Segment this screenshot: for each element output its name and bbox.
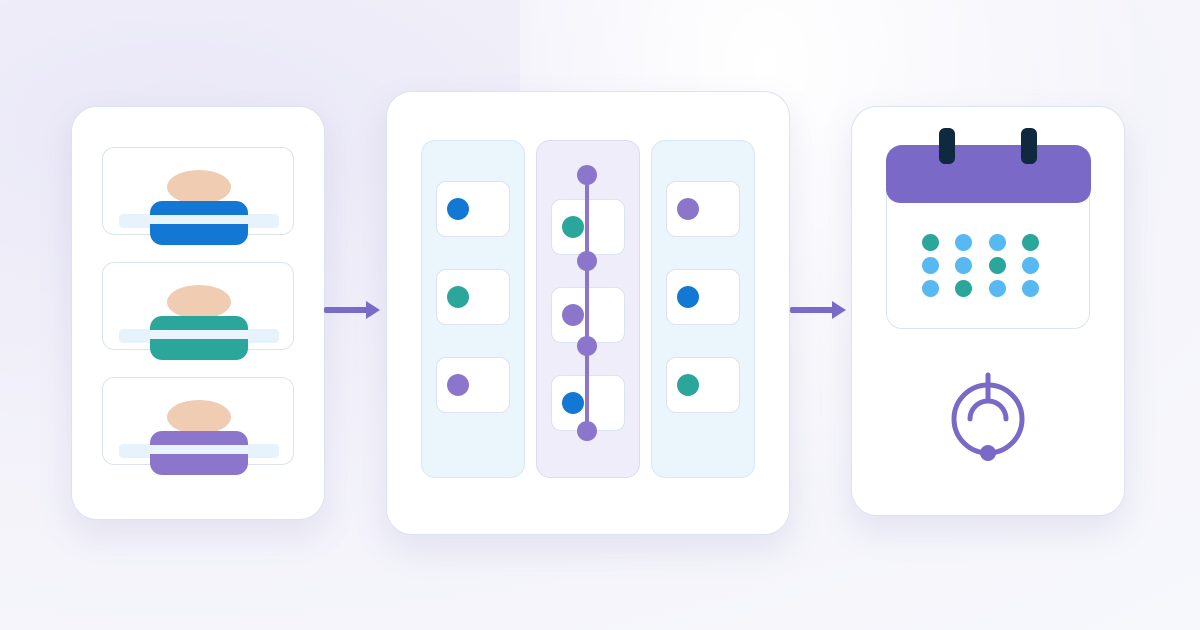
task-dot [562,216,584,238]
people-panel [71,106,325,520]
person-head [167,170,231,204]
calendar-day [989,280,1006,297]
task-card[interactable] [666,269,740,325]
board-column [421,140,525,478]
person-stripe [150,445,248,454]
arrow-head [832,301,846,319]
calendar-day [922,234,939,251]
calendar-day [922,280,939,297]
task-dot [447,286,469,308]
calendar-day [922,257,939,274]
timeline-node [577,251,597,271]
person-card [102,377,294,475]
person-head [167,400,231,434]
timeline-node [577,336,597,356]
arrow-right-icon [790,301,846,319]
arrow-right-icon [324,301,380,319]
calendar-day [955,280,972,297]
timeline-node [577,165,597,185]
task-dot [677,198,699,220]
person-stripe [150,330,248,339]
task-card[interactable] [436,357,510,413]
task-dot [447,198,469,220]
calendar-ring [939,128,955,164]
task-card[interactable] [666,181,740,237]
task-dot [677,286,699,308]
schedule-panel [851,106,1125,516]
calendar-day [1022,234,1039,251]
board-column [536,140,640,478]
calendar-day [955,257,972,274]
calendar-ring [1021,128,1037,164]
board-panel [386,91,790,535]
timeline-rail [585,175,589,431]
calendar-icon [886,128,1091,329]
gauge-icon [951,372,1025,461]
calendar-day [989,234,1006,251]
task-dot [447,374,469,396]
calendar-header [886,145,1091,203]
calendar-day [989,257,1006,274]
person-card [102,147,294,245]
task-dot [562,392,584,414]
timeline-node [577,421,597,441]
person-stripe [150,215,248,224]
task-card[interactable] [436,269,510,325]
task-card[interactable] [436,181,510,237]
calendar-day [1022,280,1039,297]
person-head [167,285,231,319]
task-card[interactable] [666,357,740,413]
arrow-head [366,301,380,319]
board-column [651,140,755,478]
calendar-day [1022,257,1039,274]
task-dot [562,304,584,326]
task-dot [677,374,699,396]
calendar-day [955,234,972,251]
person-card [102,262,294,360]
